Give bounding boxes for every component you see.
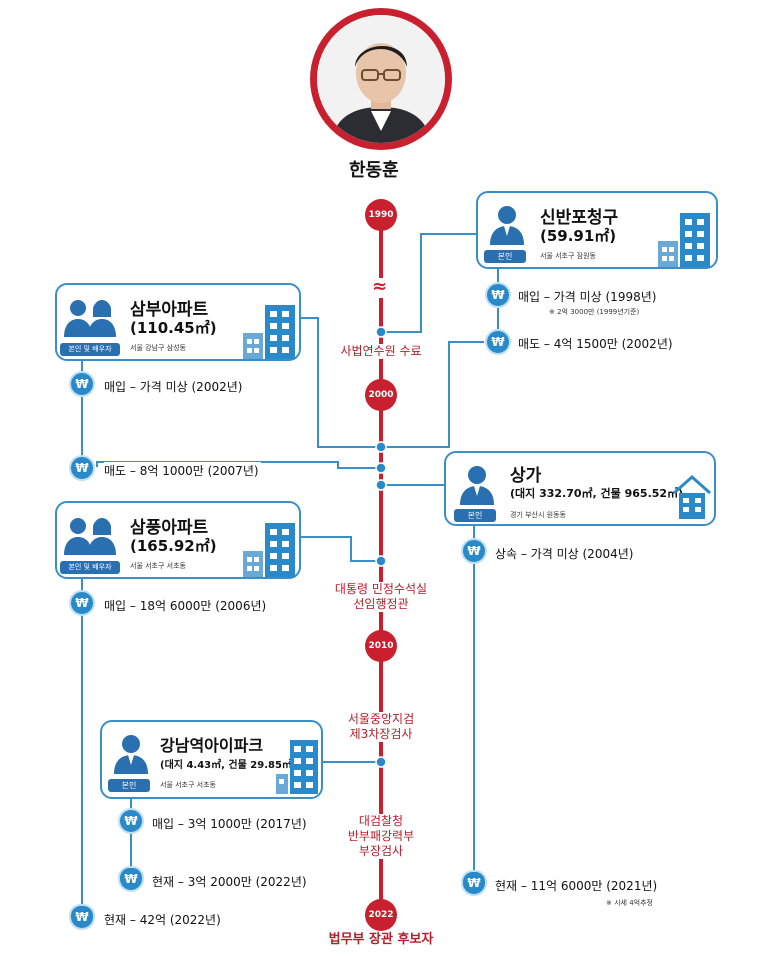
property-card-sampung: 본인 및 배우자 삼풍아파트 (165.92㎡) 서울 서초구 서초동	[55, 501, 301, 579]
property-location: 서울 서초구 서초동	[130, 562, 186, 570]
connector-sinban-sell	[381, 341, 484, 448]
property-size: (165.92㎡)	[130, 537, 217, 555]
property-event: 매입 – 3억 1000만 (2017년)	[152, 817, 307, 831]
property-event-note: ※ 시세 4억추정	[606, 899, 653, 907]
property-event: 현재 – 3억 2000만 (2022년)	[152, 875, 307, 889]
property-title: 강남역아이파크	[160, 736, 264, 755]
milestone-label: 대통령 민정수석실 선임행정관	[326, 582, 436, 612]
timeline-break-icon: ≈	[372, 276, 388, 297]
person-portrait-icon	[317, 15, 445, 143]
owner-badge: 본인	[454, 509, 496, 522]
person-name: 한동훈	[349, 160, 399, 181]
won-coin-icon: ₩	[69, 455, 95, 481]
property-location: 서울 강남구 삼성동	[130, 344, 186, 352]
property-size: (대지 332.70㎡, 건물 965.52㎡)	[510, 487, 684, 500]
couple-icon	[64, 300, 116, 337]
building-icon	[243, 523, 295, 577]
won-coin-icon: ₩	[118, 808, 144, 834]
property-size: (대지 4.43㎡, 건물 29.85㎡)	[160, 760, 297, 771]
property-event: 매입 – 가격 미상 (2002년)	[104, 380, 243, 394]
building-icon	[243, 305, 295, 359]
profile-photo	[310, 8, 452, 150]
property-location: 서울 서초구 서초동	[160, 781, 216, 789]
connector-sambu-sell	[96, 461, 381, 469]
year-marker: 2010	[365, 630, 397, 662]
property-card-sinban: 본인 신반포청구 (59.91㎡) 서울 서초구 잠원동	[476, 191, 718, 269]
property-title: 삼풍아파트	[130, 518, 209, 538]
property-card-sangga: 본인 상가 (대지 332.70㎡, 건물 965.52㎡) 경기 부산시 원동…	[444, 451, 716, 526]
building-icon	[276, 740, 318, 794]
property-title: 삼부아파트	[130, 300, 209, 320]
property-event: 매도 – 8억 1000만 (2007년)	[104, 462, 261, 479]
timeline-dot	[375, 326, 387, 338]
timeline-dot	[375, 479, 387, 491]
timeline-dot	[375, 756, 387, 768]
milestone-label: 서울중앙지검 제3차장검사	[331, 712, 431, 742]
won-coin-icon: ₩	[461, 538, 487, 564]
connector-sinban-buy	[381, 233, 476, 333]
property-size: (110.45㎡)	[130, 319, 217, 337]
couple-icon	[64, 518, 116, 555]
person-icon	[114, 735, 148, 774]
won-coin-icon: ₩	[485, 282, 511, 308]
property-title: 신반포청구	[540, 208, 619, 228]
building-icon	[658, 213, 710, 267]
property-event: 매입 – 가격 미상 (1998년)	[518, 290, 657, 304]
property-event: 매도 – 4억 1500만 (2002년)	[518, 337, 673, 351]
property-title: 상가	[510, 466, 542, 486]
house-icon	[673, 475, 711, 519]
property-location: 경기 부산시 원동동	[510, 511, 566, 519]
milestone-label: 사법연수원 수료	[331, 344, 431, 359]
timeline-break-gap	[370, 278, 392, 298]
connector-sambu-right	[301, 317, 381, 448]
milestone-label: 대검찰청 반부패강력부 부장검사	[331, 814, 431, 859]
year-marker: 2000	[365, 379, 397, 411]
money-bag-icon: ₩	[118, 866, 144, 892]
property-card-sambu: 본인 및 배우자 삼부아파트 (110.45㎡) 서울 강남구 삼성동	[55, 283, 301, 361]
property-event: 현재 – 11억 6000만 (2021년)	[495, 879, 658, 893]
property-event: 매입 – 18억 6000만 (2006년)	[104, 599, 267, 613]
property-card-gangnam: 본인 강남역아이파크 (대지 4.43㎡, 건물 29.85㎡) 서울 서초구 …	[100, 720, 323, 799]
property-location: 서울 서초구 잠원동	[540, 252, 596, 260]
timeline-dot	[375, 441, 387, 453]
milestone-label: 법무부 장관 후보자	[328, 932, 434, 947]
property-size: (59.91㎡)	[540, 227, 617, 245]
owner-badge: 본인	[484, 250, 526, 263]
property-event: 현재 – 42억 (2022년)	[104, 913, 221, 927]
owner-badge: 본인 및 배우자	[60, 343, 120, 356]
connector-sampung-right	[301, 536, 381, 562]
money-bag-icon: ₩	[69, 904, 95, 930]
person-icon	[490, 206, 524, 245]
timeline-dot	[375, 462, 387, 474]
person-icon	[460, 466, 494, 505]
property-event-note: ※ 2억 3000만 (1999년기준)	[549, 308, 640, 316]
owner-badge: 본인	[108, 779, 150, 792]
property-event: 상속 – 가격 미상 (2004년)	[495, 547, 634, 561]
owner-badge: 본인 및 배우자	[60, 561, 120, 574]
won-coin-icon: ₩	[485, 329, 511, 355]
won-coin-icon: ₩	[69, 590, 95, 616]
year-marker: 1990	[365, 199, 397, 231]
timeline-dot	[375, 555, 387, 567]
year-marker: 2022	[365, 899, 397, 931]
won-coin-icon: ₩	[69, 371, 95, 397]
money-bag-icon: ₩	[461, 870, 487, 896]
